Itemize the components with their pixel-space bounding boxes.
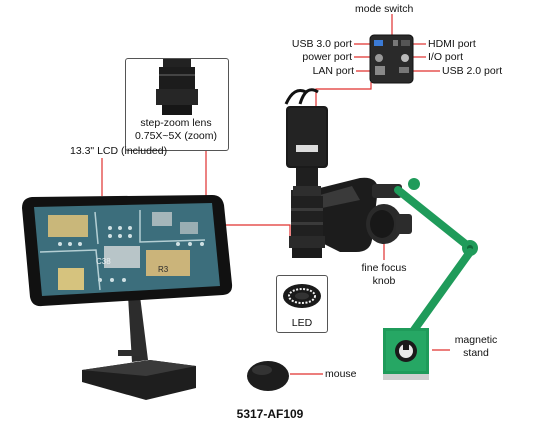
led-inset: LED bbox=[276, 275, 328, 333]
lens-label-line2: 0.75X~5X (zoom) bbox=[134, 130, 217, 142]
magnetic-stand-label-line1: magnetic bbox=[454, 334, 498, 346]
hdmi-port-label: HDMI port bbox=[428, 38, 476, 50]
mouse-label: mouse bbox=[325, 368, 357, 380]
monitor-stand bbox=[82, 296, 196, 400]
usb20-port-label: USB 2.0 port bbox=[442, 65, 503, 77]
magnetic-base bbox=[383, 328, 429, 380]
fine-focus-label-line2: knob bbox=[372, 275, 396, 287]
led-label: LED bbox=[291, 317, 313, 329]
lan-port-label: LAN port bbox=[312, 65, 354, 77]
io-port-label: I/O port bbox=[428, 51, 464, 63]
lcd-label: 13.3" LCD (included) bbox=[70, 145, 168, 157]
model-number: 5317-AF109 bbox=[236, 407, 304, 421]
usb30-port-label: USB 3.0 port bbox=[291, 38, 352, 50]
lcd-monitor bbox=[22, 195, 233, 307]
magnetic-stand-label-line2: stand bbox=[463, 347, 489, 359]
pcb-label-c38: C38 bbox=[96, 257, 111, 266]
led-ring bbox=[283, 284, 321, 308]
lens-inset: step-zoom lens 0.75X~5X (zoom) bbox=[125, 58, 229, 151]
mode-switch-label: mode switch bbox=[355, 3, 414, 15]
io-panel bbox=[369, 34, 414, 84]
zoom-lens bbox=[289, 168, 325, 258]
mouse-device bbox=[247, 361, 289, 391]
power-port-label: power port bbox=[302, 51, 352, 63]
pcb-label-r3: R3 bbox=[158, 265, 169, 274]
magnetic-arm bbox=[394, 178, 478, 334]
fine-focus-label-line1: fine focus bbox=[361, 262, 407, 274]
insize-logo-icon bbox=[296, 145, 318, 152]
lens-label-line1: step-zoom lens bbox=[140, 117, 212, 129]
lens-closeup bbox=[156, 59, 198, 115]
screen-image bbox=[39, 210, 206, 291]
camera-body bbox=[284, 88, 328, 168]
